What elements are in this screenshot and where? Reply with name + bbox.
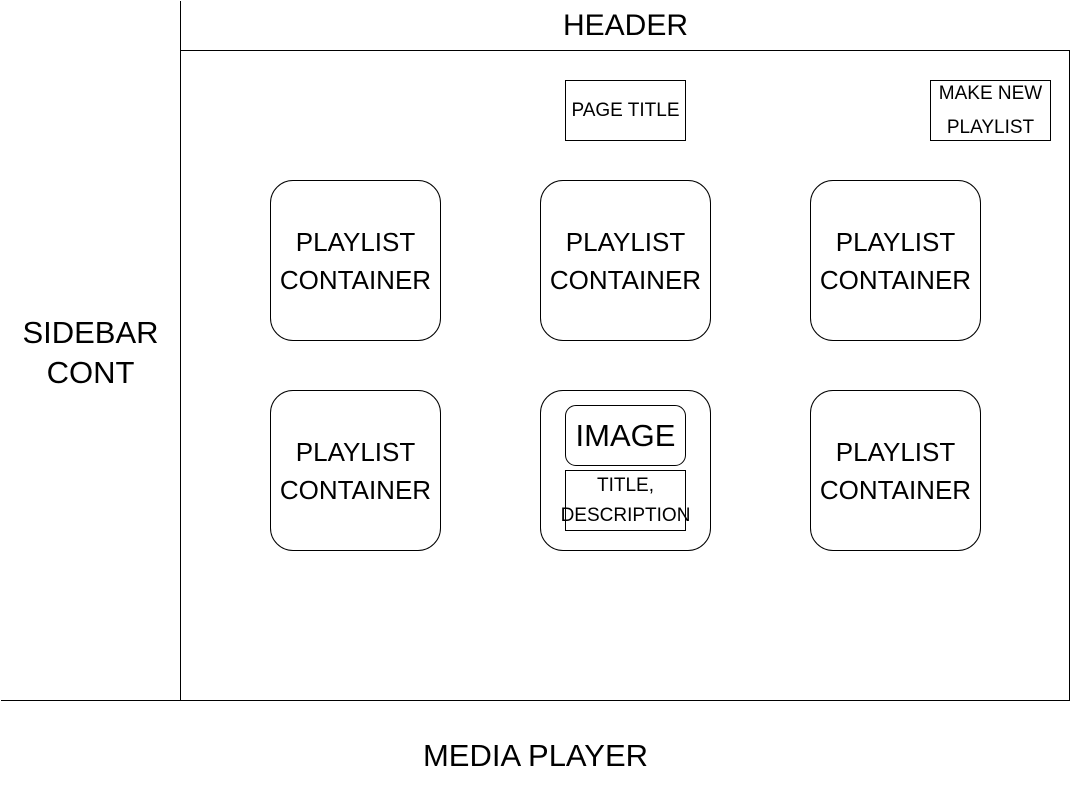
make-new-playlist-label: MAKE NEW PLAYLIST xyxy=(938,81,1043,140)
playlist-label-line1: PLAYLIST xyxy=(295,226,416,257)
playlist-label-line1: PLAYLIST xyxy=(565,226,686,257)
playlist-label-line2: CONTAINER xyxy=(279,474,432,505)
make-new-playlist-line2: PLAYLIST xyxy=(946,117,1035,138)
page-title-label: PAGE TITLE xyxy=(571,99,680,121)
playlist-description-line2: DESCRIPTION xyxy=(560,505,691,526)
playlist-label-line1: PLAYLIST xyxy=(835,436,956,467)
playlist-label: PLAYLIST CONTAINER xyxy=(543,223,708,299)
playlist-label: PLAYLIST CONTAINER xyxy=(813,223,978,299)
sidebar-label: SIDEBAR CONT xyxy=(11,312,171,392)
playlist-title-description: TITLE, DESCRIPTION xyxy=(561,470,690,531)
header-label: HEADER xyxy=(562,8,689,42)
playlist-container[interactable]: PLAYLIST CONTAINER xyxy=(270,390,441,551)
sidebar-label-line2: CONT xyxy=(46,355,135,390)
playlist-image: IMAGE xyxy=(565,405,686,466)
playlist-image-label: IMAGE xyxy=(575,417,676,453)
make-new-playlist-button[interactable]: MAKE NEW PLAYLIST xyxy=(930,80,1051,141)
playlist-label-line2: CONTAINER xyxy=(819,474,972,505)
header: HEADER xyxy=(180,1,1070,51)
playlist-label-line2: CONTAINER xyxy=(549,264,702,295)
playlist-label: PLAYLIST CONTAINER xyxy=(813,433,978,509)
playlist-label: PLAYLIST CONTAINER xyxy=(273,433,438,509)
playlist-label-line1: PLAYLIST xyxy=(835,226,956,257)
make-new-playlist-line1: MAKE NEW xyxy=(938,83,1043,104)
playlist-label: PLAYLIST CONTAINER xyxy=(273,223,438,299)
playlist-container[interactable]: PLAYLIST CONTAINER xyxy=(540,180,711,341)
playlist-label-line2: CONTAINER xyxy=(819,264,972,295)
playlist-container[interactable]: PLAYLIST CONTAINER xyxy=(270,180,441,341)
playlist-container[interactable]: PLAYLIST CONTAINER xyxy=(810,390,981,551)
sidebar-container: SIDEBAR CONT xyxy=(1,1,181,701)
media-player-label: MEDIA PLAYER xyxy=(422,737,649,773)
playlist-description-label: TITLE, DESCRIPTION xyxy=(561,471,691,531)
playlist-description-line1: TITLE, xyxy=(597,475,655,496)
playlist-label-line2: CONTAINER xyxy=(279,264,432,295)
page-title: PAGE TITLE xyxy=(565,80,686,141)
playlist-label-line1: PLAYLIST xyxy=(295,436,416,467)
playlist-container[interactable]: PLAYLIST CONTAINER xyxy=(810,180,981,341)
sidebar-label-line1: SIDEBAR xyxy=(22,315,159,350)
media-player[interactable]: MEDIA PLAYER xyxy=(1,700,1070,810)
